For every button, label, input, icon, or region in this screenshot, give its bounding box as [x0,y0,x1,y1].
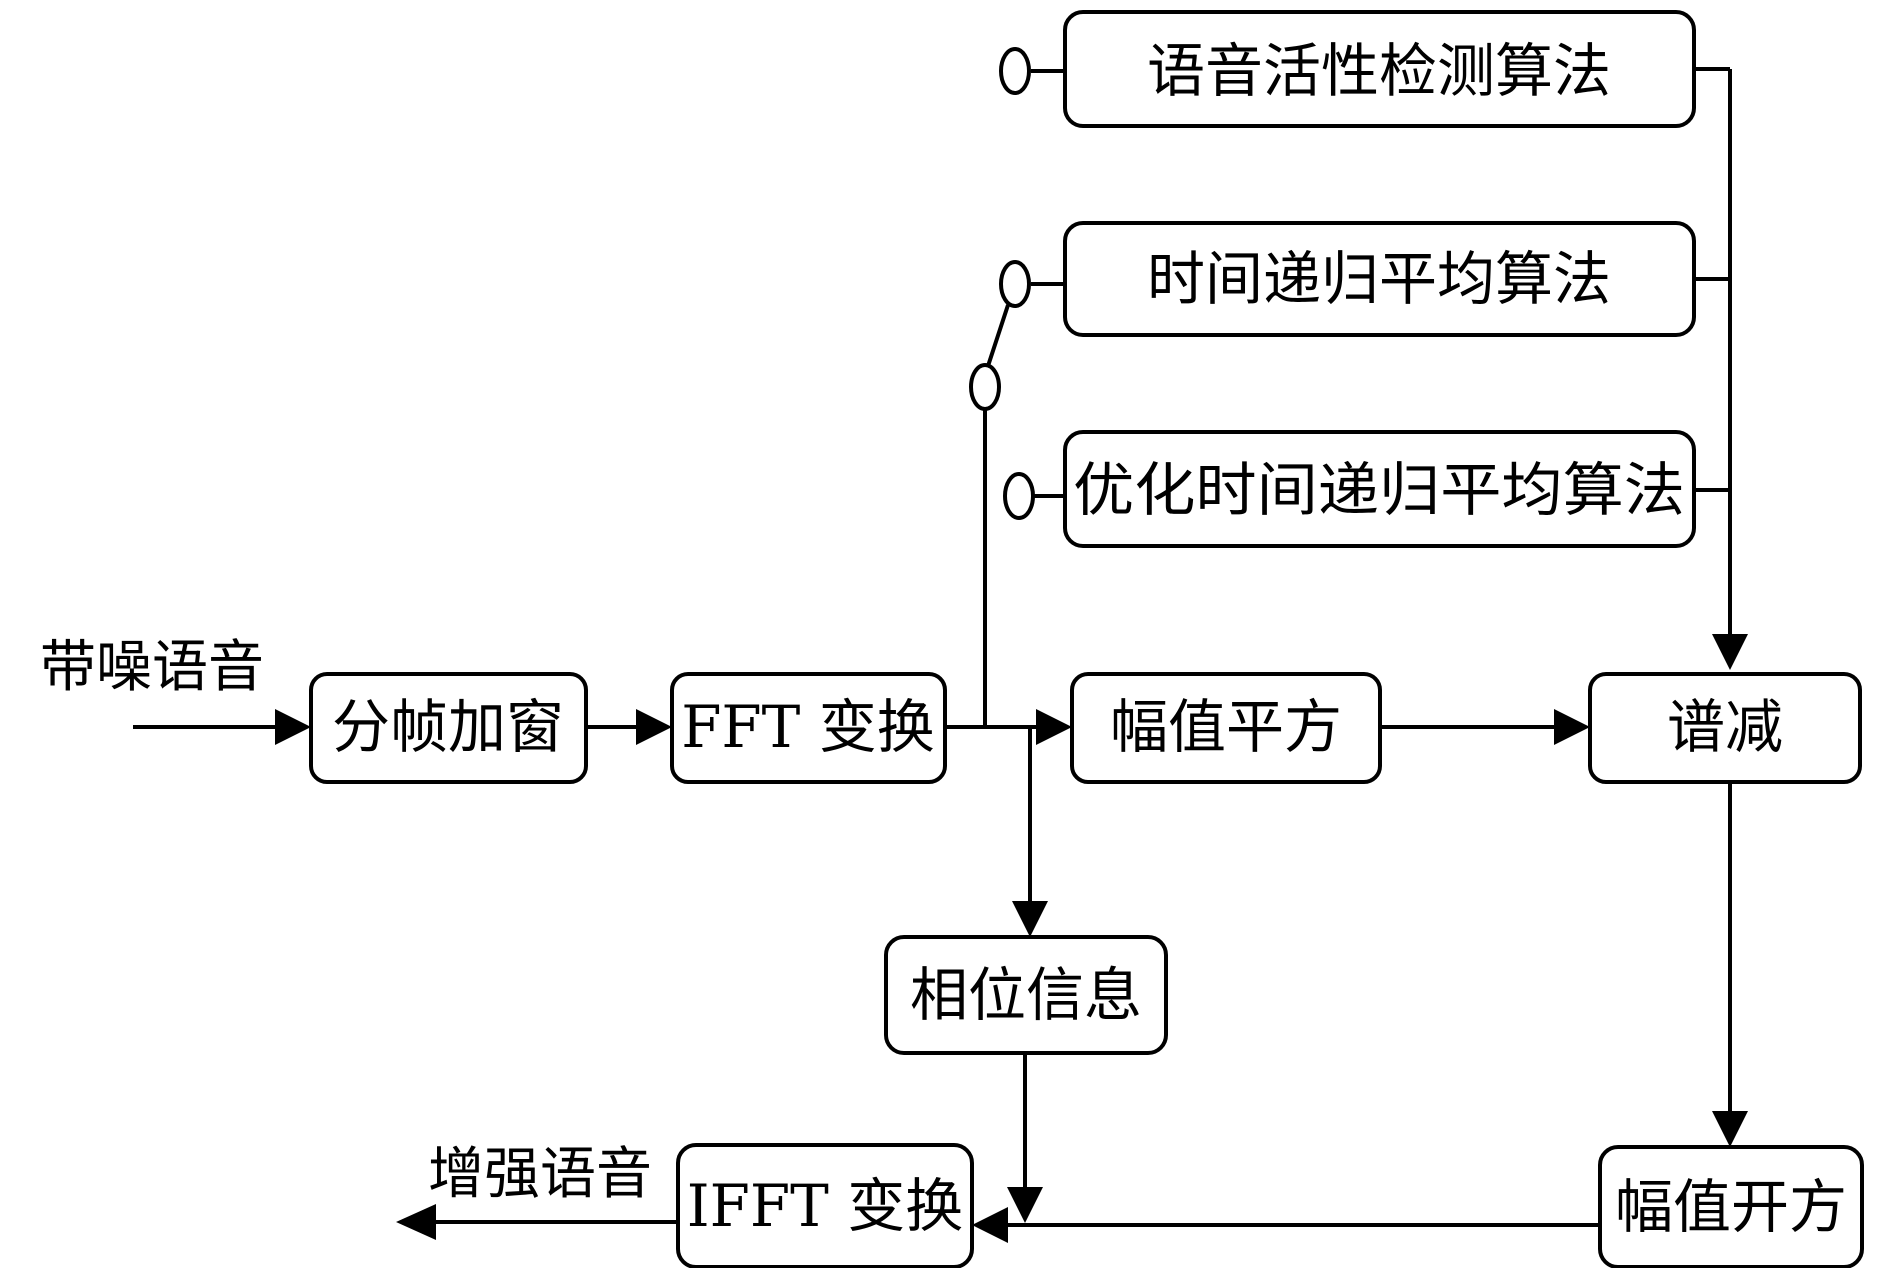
block-ifft-label: IFFT 变换 [687,1172,964,1240]
block-magnitude-square: 幅值平方 [1070,672,1382,784]
output-label: 增强语音 [428,1142,652,1207]
block-spectral-subtraction-label: 谱减 [1667,693,1783,761]
algorithm-vad-label: 语音活性检测算法 [1147,37,1611,105]
block-ifft: IFFT 变换 [676,1143,974,1268]
contact-optimized [1003,472,1035,520]
arrowheads [275,634,1748,1243]
contact-time-recursive [999,260,1031,308]
arrow-into-subtraction-from-noise [1712,634,1748,670]
arrow-output [396,1204,436,1240]
arrow-into-framing [275,709,311,745]
block-framing: 分帧加窗 [309,672,588,784]
algorithm-vad: 语音活性检测算法 [1063,10,1696,128]
input-label: 带噪语音 [40,635,264,700]
block-fft: FFT 变换 [670,672,947,784]
block-magnitude-square-label: 幅值平方 [1110,693,1342,761]
algorithm-optimized-time-recursive: 优化时间递归平均算法 [1063,430,1696,548]
block-magnitude-sqrt: 幅值开方 [1598,1145,1864,1268]
algorithm-optimized-label: 优化时间递归平均算法 [1073,456,1685,524]
block-framing-label: 分帧加窗 [332,693,564,761]
block-fft-label: FFT 变换 [681,693,935,761]
arrow-into-magnitude-square [1036,709,1072,745]
arrow-phase-junction [1007,1187,1043,1223]
contact-vad [999,47,1031,95]
arrow-into-fft [636,709,672,745]
switch-contacts [969,47,1035,520]
algorithm-time-recursive: 时间递归平均算法 [1063,221,1696,337]
arrow-into-spectral-subtraction [1554,709,1590,745]
block-phase: 相位信息 [884,935,1168,1055]
contact-switch-common [969,363,1001,411]
arrow-into-phase [1012,901,1048,937]
algorithm-time-recursive-label: 时间递归平均算法 [1147,245,1611,313]
switch-blade [986,304,1010,367]
block-magnitude-sqrt-label: 幅值开方 [1615,1173,1847,1241]
arrow-into-ifft [972,1207,1008,1243]
block-phase-label: 相位信息 [910,961,1142,1029]
connection-wires [133,67,1732,1227]
block-spectral-subtraction: 谱减 [1588,672,1862,784]
arrow-into-magnitude-sqrt [1712,1111,1748,1147]
